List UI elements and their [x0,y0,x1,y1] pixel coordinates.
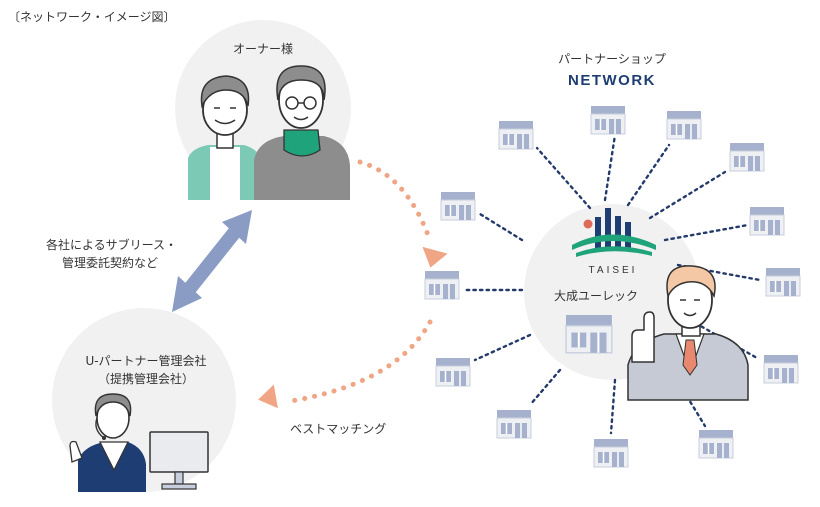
owner-woman [188,75,264,200]
shop-icon [729,142,765,172]
manager-operator [69,393,209,492]
company-label: 大成ユーレック [553,289,639,303]
shop-icon [593,438,629,468]
shop-icon [424,270,460,300]
sublease-label-line1: 各社によるサブリース・ [46,238,178,252]
partner-shop-label: パートナーショップ [558,52,666,66]
taisei-brand-text: TAISEI [588,265,638,276]
sublease-label-line2: 管理委託契約など [62,256,159,270]
shop-icon [590,105,626,135]
shop-icon [765,267,801,297]
manager-label-line2: （提携管理会社） [97,372,195,386]
taisei-shop-icon [564,313,613,354]
matching-arcs [282,159,433,405]
arrowhead-down-icon [422,246,448,268]
shop-icon [698,429,734,459]
diagram-heading: 〔ネットワーク・イメージ図〕 [8,10,176,24]
shop-icon [763,354,799,384]
owner-label: オーナー様 [232,42,294,56]
network-spokes [463,133,762,435]
shop-icon [435,357,471,387]
shop-icon [498,120,534,150]
manager-label-line1: U-パートナー管理会社 [85,354,207,368]
double-arrow-icon [172,210,252,312]
arrowhead-left-icon [258,384,278,409]
network-title: NETWORK [568,72,656,89]
matching-label: ベストマッチング [290,422,387,436]
taisei-logo-icon [572,208,656,257]
shop-icon [666,110,702,140]
shop-icon [440,191,476,221]
shop-icon [496,409,532,439]
owner-man [254,65,350,200]
shop-icon [749,206,785,236]
taisei-staff [627,265,749,401]
